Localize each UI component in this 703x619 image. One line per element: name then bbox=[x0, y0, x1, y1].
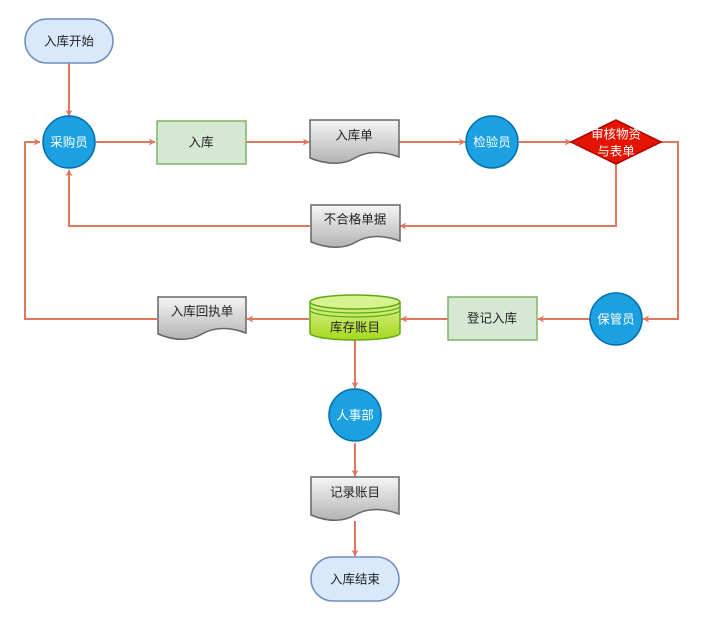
node-inspector[interactable]: 检验员 bbox=[465, 115, 519, 169]
node-record-label: 记录账目 bbox=[330, 485, 380, 500]
edge-receipt-to-buyer bbox=[24, 138, 157, 320]
node-review-label-line1: 审核物资 bbox=[591, 127, 641, 142]
node-review-label-line2: 与表单 bbox=[597, 144, 635, 159]
node-hr[interactable]: 人事部 bbox=[328, 388, 382, 442]
edge-rejected-to-buyer bbox=[65, 169, 310, 227]
node-register-label: 登记入库 bbox=[467, 311, 517, 326]
node-stock-in-form-label: 入库单 bbox=[335, 128, 373, 143]
node-receipt[interactable]: 入库回执单 bbox=[157, 296, 247, 340]
node-review[interactable]: 审核物资 与表单 bbox=[569, 119, 663, 165]
node-record[interactable]: 记录账目 bbox=[310, 476, 400, 521]
node-buyer[interactable]: 采购员 bbox=[42, 115, 96, 169]
node-hr-label: 人事部 bbox=[336, 408, 374, 423]
node-ledger[interactable]: 库存账目 bbox=[309, 294, 401, 341]
node-keeper[interactable]: 保管员 bbox=[589, 292, 643, 346]
node-start[interactable]: 入库开始 bbox=[24, 18, 114, 64]
node-stock-in-form[interactable]: 入库单 bbox=[309, 119, 400, 164]
node-rejected-docs[interactable]: 不合格单据 bbox=[310, 204, 401, 248]
node-stock-in[interactable]: 入库 bbox=[156, 120, 247, 165]
node-receipt-label: 入库回执单 bbox=[171, 304, 234, 319]
node-keeper-label: 保管员 bbox=[597, 312, 635, 327]
edge-review-to-rejected bbox=[399, 164, 617, 230]
node-buyer-label: 采购员 bbox=[50, 135, 88, 150]
node-ledger-label: 库存账目 bbox=[330, 320, 380, 335]
edges bbox=[24, 63, 679, 557]
node-end[interactable]: 入库结束 bbox=[310, 556, 400, 602]
node-end-label: 入库结束 bbox=[330, 572, 381, 587]
node-inspector-label: 检验员 bbox=[473, 135, 511, 150]
edge-review-to-keeper bbox=[642, 141, 679, 323]
node-rejected-docs-label: 不合格单据 bbox=[324, 212, 387, 227]
node-stock-in-label: 入库 bbox=[188, 135, 213, 150]
node-start-label: 入库开始 bbox=[44, 34, 95, 49]
node-register[interactable]: 登记入库 bbox=[447, 296, 538, 341]
